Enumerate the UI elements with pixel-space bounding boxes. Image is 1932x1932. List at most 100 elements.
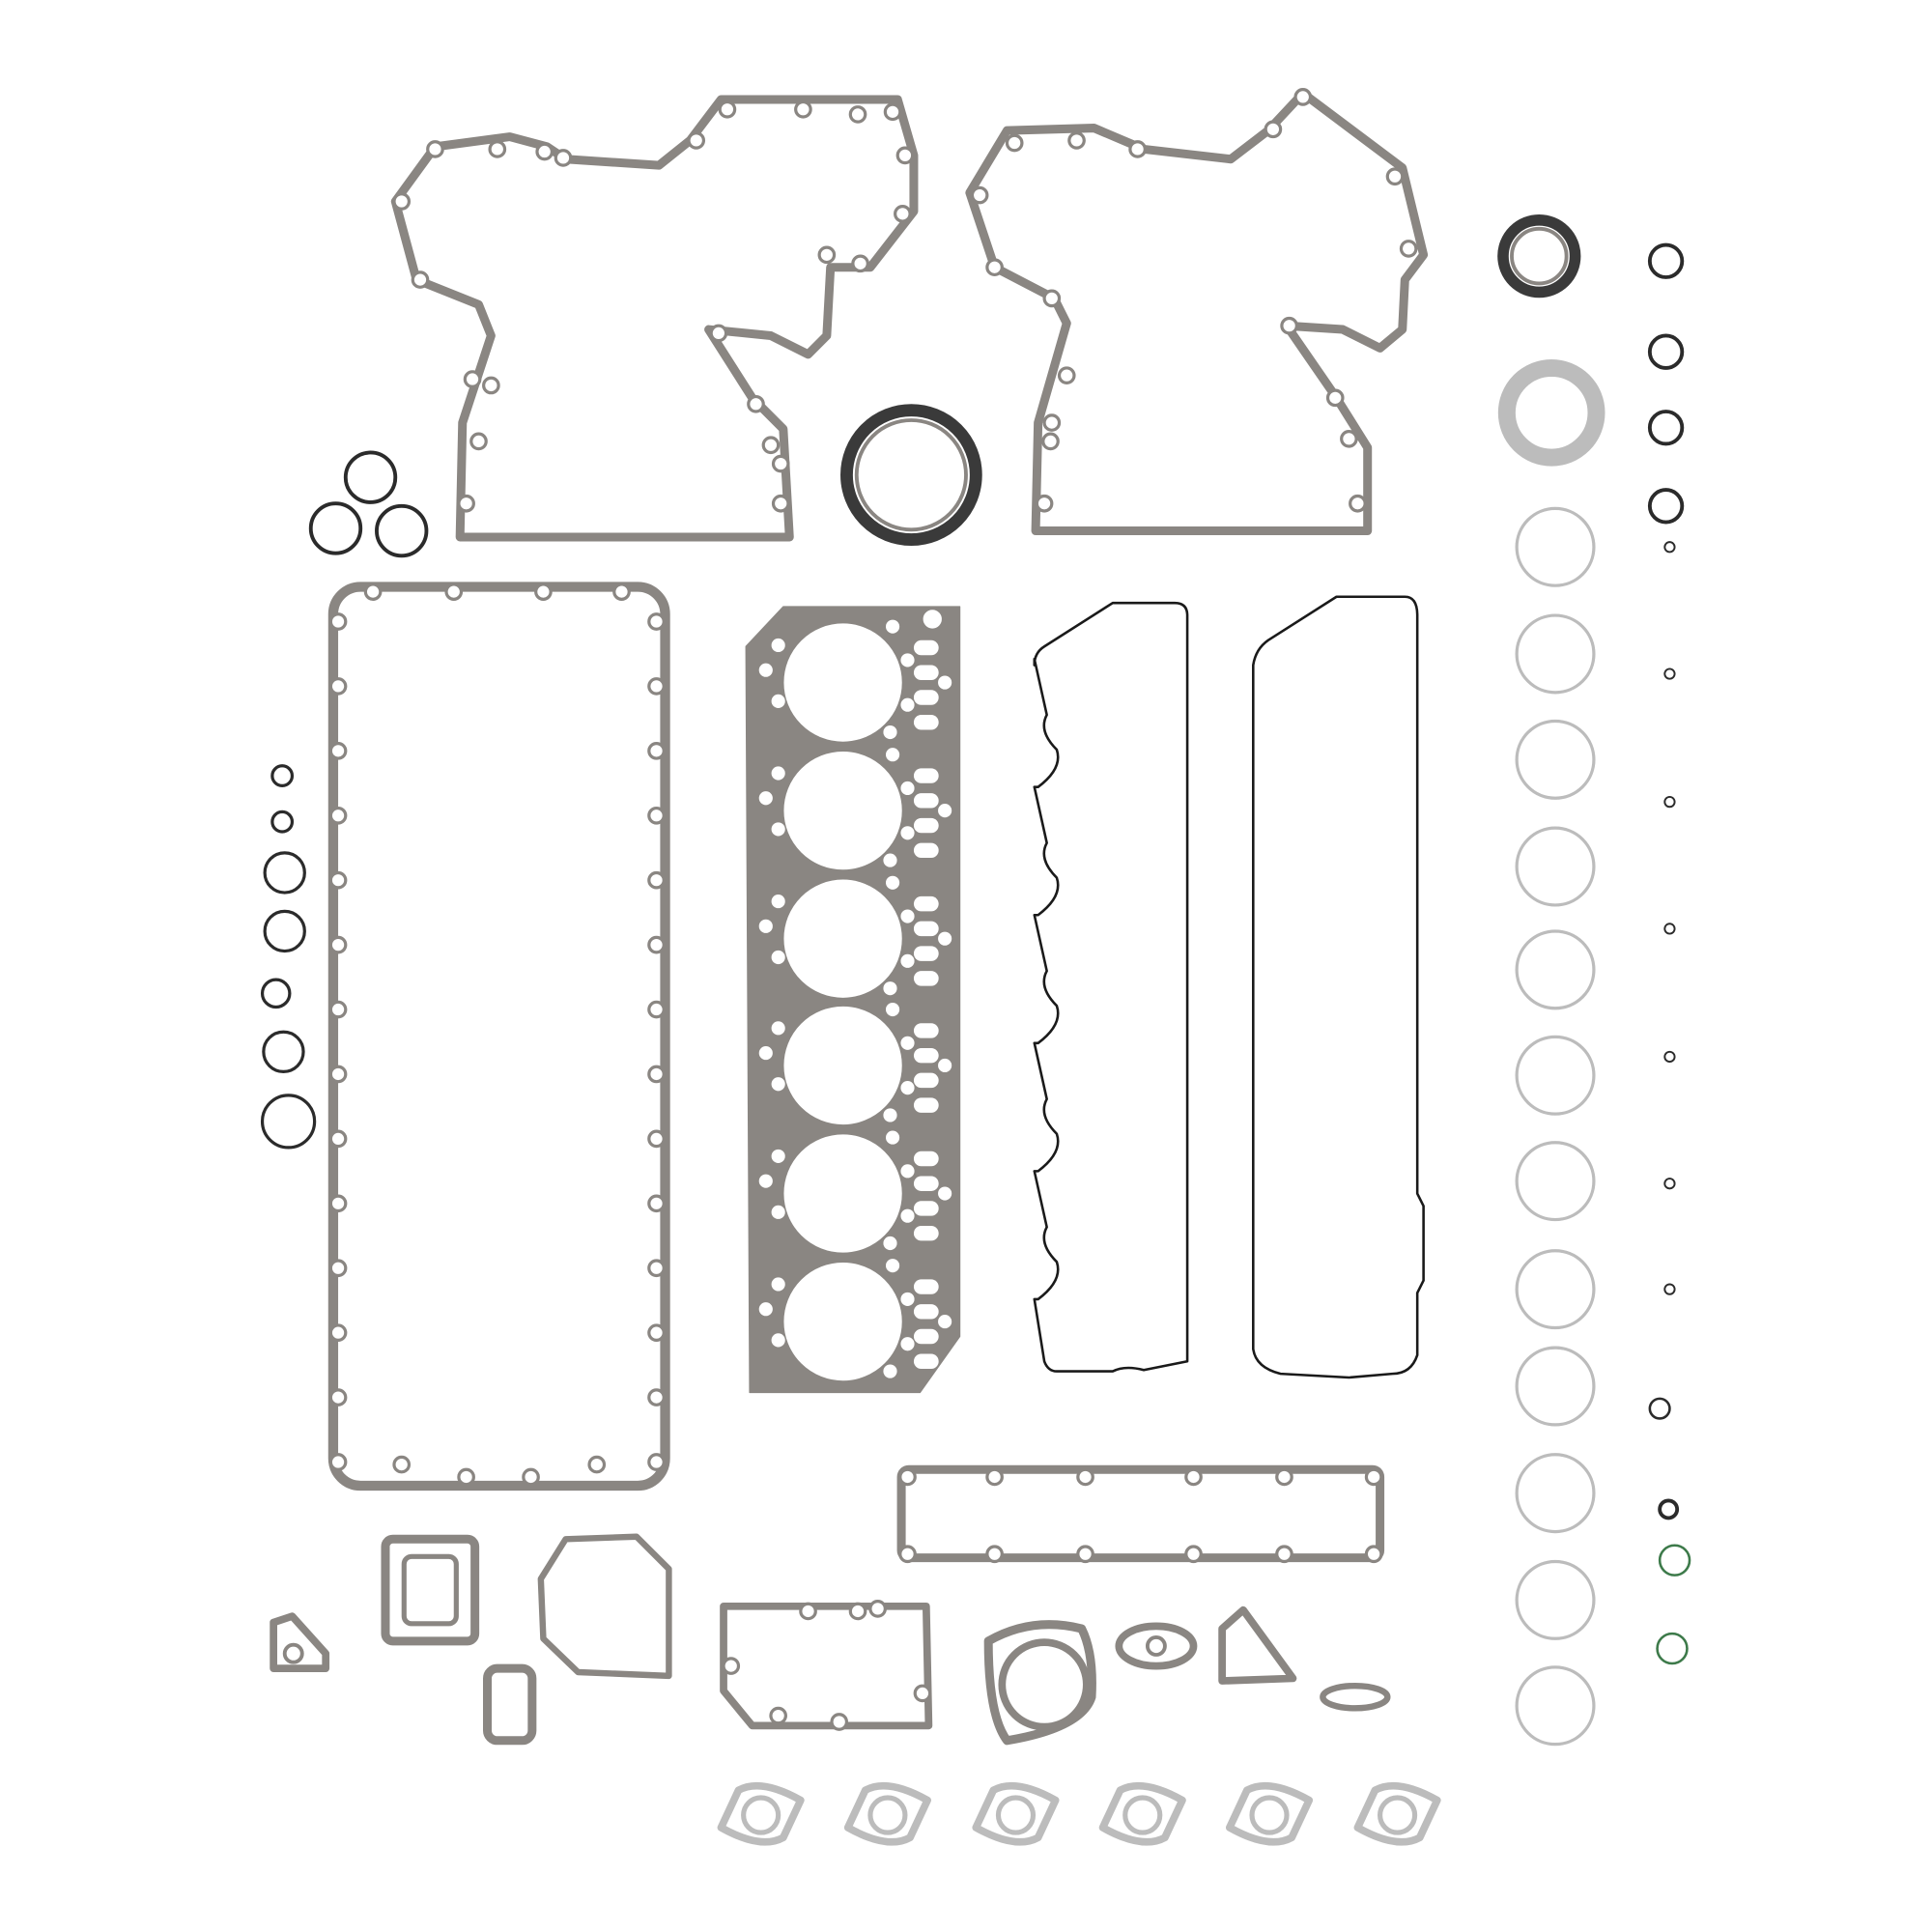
small-o-ring [1663,1283,1676,1295]
cylinder-bore [783,751,902,870]
outline [1098,1781,1186,1846]
bolt-hole [328,1065,348,1084]
o-ring [375,503,429,558]
bolt-hole [647,1065,666,1084]
outline [972,1781,1060,1846]
bolt-hole [985,1467,1004,1487]
bolt-hole [771,1149,785,1163]
outline [717,1781,805,1846]
sealing-ring [1515,613,1596,695]
bolt-hole [1076,1545,1094,1564]
sealing-ring [1515,1249,1596,1330]
bolt-hole [647,806,666,825]
front-crank-seal [1497,214,1581,298]
bolt-hole [1364,1545,1383,1564]
oil-pump-gasket [983,1620,1096,1746]
bolt-hole [328,1000,348,1019]
coolant-port [913,715,939,730]
bolt-hole [1275,1545,1293,1564]
bolt-hole [799,1602,817,1621]
bolt-hole [771,1077,785,1092]
coolant-port [913,690,939,705]
bolt-hole [883,724,897,740]
small-o-ring [1663,1050,1676,1064]
water-pump-gasket [537,1533,672,1680]
bolt-hole [328,1259,348,1278]
outline [720,1602,933,1730]
oil-hole [900,1292,915,1306]
bolt-hole [758,1046,773,1061]
bolt-hole [761,436,781,455]
bolt-hole [1385,167,1405,186]
port [1145,1635,1167,1657]
bolt-hole [885,748,900,762]
bolt-hole [794,99,812,119]
dowel-hole [923,610,942,629]
coolant-port [913,921,939,937]
bolt-hole [426,140,444,158]
exhaust-manifold-gasket [1098,1781,1186,1846]
o-ring [1647,242,1685,279]
bolt-hole [444,582,464,601]
bolt-hole [1005,133,1024,153]
flange-outline [270,1612,330,1673]
pointed-flange-gasket [1218,1605,1297,1685]
bolt-hole [771,894,785,909]
oil-hole [938,931,952,946]
bolt-hole [970,185,989,205]
bolt-hole [885,875,900,890]
oil-hole [900,1208,915,1223]
bolt-hole [722,1657,741,1675]
sealing-ring [1515,1141,1596,1222]
coolant-port [913,639,939,656]
rear-crank-seal-lip [854,418,968,532]
coolant-port [913,1201,939,1216]
bolt-hole [913,1684,932,1703]
o-ring [1658,1498,1680,1520]
bolt-hole [534,582,553,601]
bolt-hole [647,935,666,954]
small-o-ring [1663,923,1676,935]
oil-hole [938,804,952,818]
bolt-hole [883,1108,897,1122]
o-ring [263,851,306,895]
bolt-hole [328,677,348,696]
bolt-hole [1184,1467,1203,1487]
sealing-ring [1515,1346,1596,1427]
o-ring [343,450,398,504]
o-ring [1648,1397,1671,1420]
oil-hole [900,909,915,923]
bolt-hole [771,822,785,837]
coolant-port [913,842,939,859]
bolt-hole [392,1455,412,1474]
bolt-hole [830,1713,849,1731]
bolt-hole [718,99,737,119]
port [1377,1795,1418,1835]
cylinder-bore [783,1134,902,1253]
coolant-port [913,1176,939,1191]
outline [1320,1682,1391,1712]
bolt-hole [1264,120,1283,139]
small-rect-gasket [483,1663,537,1746]
outline [1115,1622,1198,1670]
valve-cover-gasket-right [1252,595,1425,1379]
oil-hole [938,675,952,690]
bolt-hole [647,1000,666,1019]
bolt-hole [1280,316,1298,335]
bolt-hole [771,494,790,513]
oil-hole [900,1081,915,1095]
bolt-hole [647,1129,666,1149]
bolt-hole [883,981,897,996]
outline [983,1620,1096,1746]
bolt-hole [647,677,666,696]
bolt-hole [1128,140,1147,158]
sealing-ring [1515,1453,1596,1534]
sealing-ring [1515,1559,1596,1640]
bolt-hole [883,1364,897,1378]
bolt-hole [463,370,482,388]
bolt-hole [363,582,383,601]
bolt-hole [392,192,412,211]
intake-outline [896,1464,1385,1563]
coolant-port [913,1225,939,1241]
bolt-hole [687,131,706,150]
